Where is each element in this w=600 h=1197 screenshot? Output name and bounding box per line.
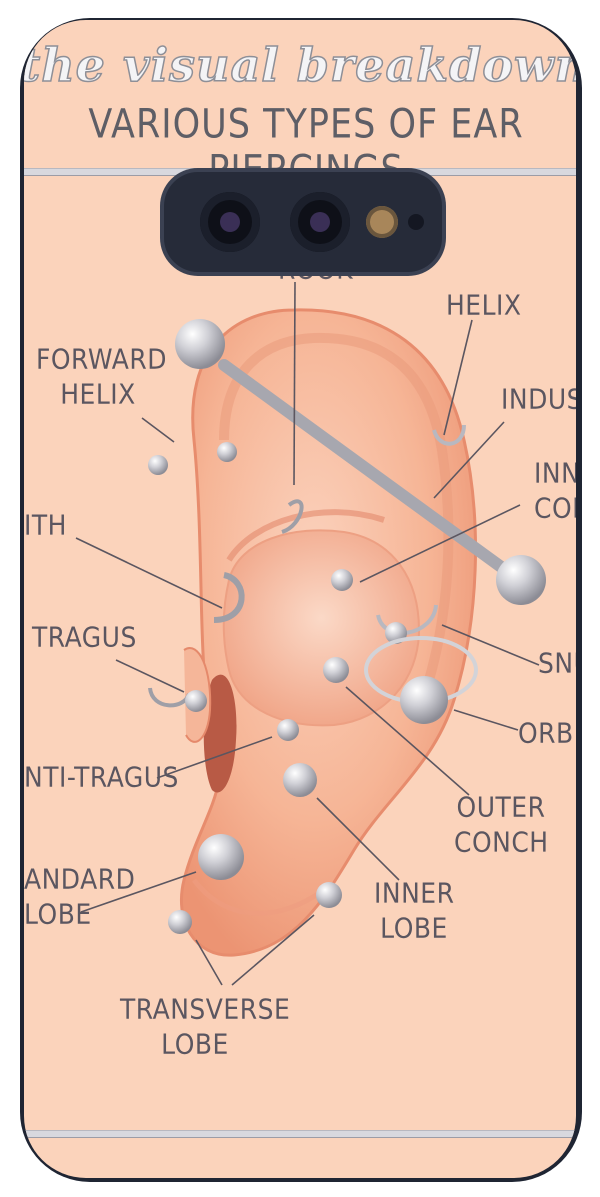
case-artwork: the visual breakdown VARIOUS TYPES OF EA… <box>24 20 576 1178</box>
industrial-bar <box>218 359 525 586</box>
label-tragus: TRAGUS <box>32 621 137 653</box>
label-snug: SNU <box>538 647 576 679</box>
label-helix: HELIX <box>446 289 522 321</box>
tragus-ring <box>148 687 191 708</box>
orbital-ball <box>400 676 448 724</box>
label-transverse-lobe: TRANSVERSE LOBE <box>120 993 291 1061</box>
helix-ring <box>432 424 466 446</box>
daith-ring <box>213 572 245 623</box>
pointer-lines <box>75 281 540 986</box>
label-orbital: ORBIT <box>518 717 576 749</box>
snug-ring <box>376 604 438 635</box>
label-outer-conch: OUTER CONCH <box>454 791 549 859</box>
label-standard-lobe: ANDARD LOBE <box>24 863 136 931</box>
forward-helix-stud-1 <box>148 455 168 475</box>
anti-tragus-stud <box>277 719 299 741</box>
camera-lens-icon <box>200 192 260 252</box>
ear-diagram <box>75 281 546 986</box>
lobe-shade <box>192 878 326 916</box>
label-forward-helix: FORWARD HELIX <box>36 343 167 411</box>
tragus-ball <box>185 690 207 712</box>
inner-lobe-stud <box>316 882 342 908</box>
label-daith: ITH <box>24 509 67 541</box>
script-title: the visual breakdown <box>24 37 576 93</box>
antihelix-fold <box>226 509 385 562</box>
rook-ring <box>281 499 304 534</box>
standard-lobe-stud <box>198 834 244 880</box>
ear-canal <box>203 674 237 793</box>
forward-helix-stud-2 <box>217 442 237 462</box>
label-industrial: INDUST <box>501 383 576 415</box>
upper-lobe-stud <box>283 763 317 797</box>
header: the visual breakdown VARIOUS TYPES OF EA… <box>24 20 576 194</box>
label-anti-tragus: NTI-TRAGUS <box>24 761 179 793</box>
concha-bowl <box>222 529 421 727</box>
industrial-ball-bottom <box>496 555 546 605</box>
flash-icon <box>366 206 398 238</box>
label-inner-lobe: INNER LOBE <box>374 877 455 945</box>
outer-conch-stud <box>323 657 349 683</box>
label-inner-conch: INN CON <box>534 457 576 525</box>
sensor-icon <box>408 214 424 230</box>
inner-conch-stud <box>331 569 353 591</box>
transverse-lobe-stud <box>168 910 192 934</box>
bottom-divider <box>24 1130 576 1138</box>
helix-rim <box>219 332 454 682</box>
industrial-ball-top <box>175 319 225 369</box>
camera-lens-icon <box>290 192 350 252</box>
camera-module-icon <box>164 172 442 272</box>
